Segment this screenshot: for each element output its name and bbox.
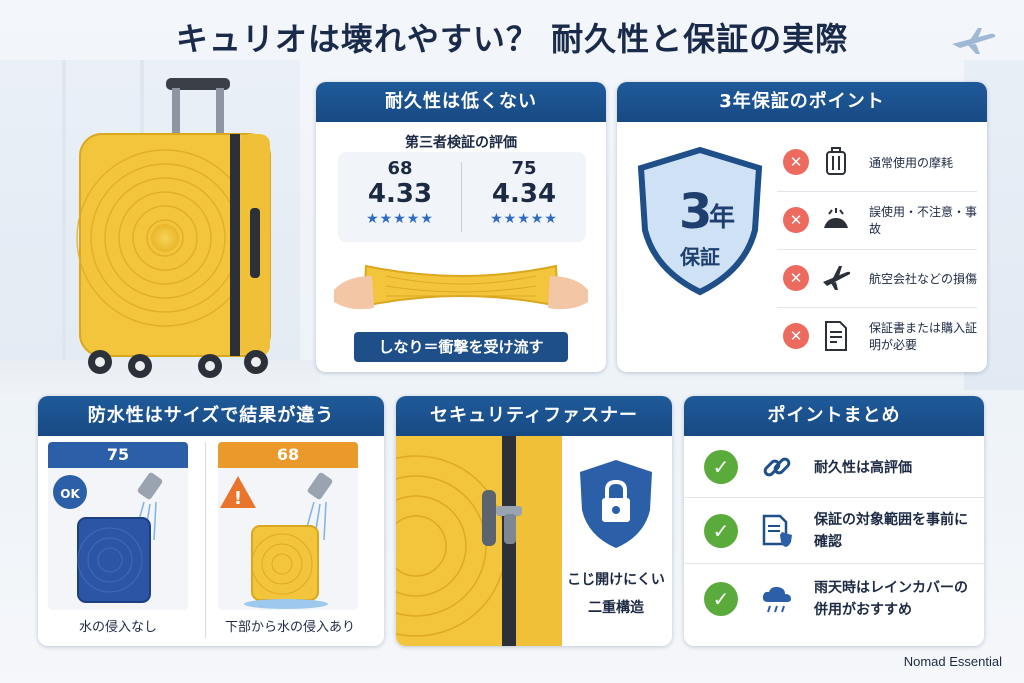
rating-box: 68 4.33 ★★★★★ 75 4.34 ★★★★★ [338, 152, 586, 242]
summary-card: ポイントまとめ ✓ 耐久性は高評価 ✓ 保証の対象範囲を事前に確認 ✓ 雨天時は… [684, 396, 984, 646]
waterproof-panel-68: 68 ! [218, 442, 358, 610]
star-rating-icon: ★★★★★ [366, 211, 434, 227]
rating-75: 75 4.34 ★★★★★ [462, 158, 586, 227]
zipper-closeup-illustration [396, 436, 562, 646]
list-item: ✕ 誤使用・不注意・事故 [777, 192, 977, 250]
durability-heading: 耐久性は低くない [316, 82, 606, 122]
exclusion-text: 保証書または購入証明が必要 [869, 321, 978, 352]
durability-caption: しなり＝衝撃を受け流す [354, 332, 568, 362]
exclusion-text: 航空会社などの損傷 [869, 271, 978, 286]
lock-shield-icon [580, 460, 652, 548]
document-shield-icon [762, 514, 792, 547]
waterproof-caption-68: 下部から水の侵入あり [224, 620, 355, 635]
star-rating-icon: ★★★★★ [490, 211, 558, 227]
brand-name: Nomad Essential [903, 654, 1002, 669]
shield-label: 保証 [679, 245, 720, 269]
suitcase-illustration [76, 78, 271, 378]
rating-score: 4.33 [367, 179, 433, 209]
size-tag: 75 [48, 442, 188, 468]
summary-text: 保証の対象範囲を事前に確認 [814, 512, 968, 550]
chain-link-icon [763, 457, 791, 477]
damaged-bag-icon [824, 208, 848, 228]
summary-text: 雨天時はレインカバーの併用がおすすめ [814, 580, 968, 618]
durability-subheading: 第三者検証の評価 [405, 135, 517, 151]
waterproof-caption-75: 水の侵入なし [78, 620, 157, 635]
airplane-icon [823, 266, 851, 290]
list-item: ✕ 航空会社などの損傷 [777, 250, 977, 308]
bending-suitcase-illustration [334, 264, 588, 310]
list-item: ✓ 耐久性は高評価 [684, 438, 984, 498]
cross-icon: ✕ [783, 323, 809, 349]
security-description: こじ開けにくい 二重構造 [560, 566, 672, 622]
document-icon [825, 321, 847, 351]
rain-cloud-icon [762, 586, 791, 613]
shield-unit: 年 [709, 202, 735, 233]
check-icon: ✓ [704, 582, 738, 616]
durability-card: 耐久性は低くない 第三者検証の評価 68 4.33 ★★★★★ 75 4.34 … [316, 82, 606, 372]
list-item: ✓ 保証の対象範囲を事前に確認 [684, 498, 984, 564]
cross-icon: ✕ [783, 207, 809, 233]
exclusion-text: 誤使用・不注意・事故 [869, 205, 978, 236]
panel-divider [205, 442, 206, 638]
list-item: ✓ 雨天時はレインカバーの併用がおすすめ [684, 566, 984, 632]
waterproof-panel-75: 75 OK [48, 442, 188, 610]
page-title: キュリオは壊れやすい？ 耐久性と保証の実際 [175, 20, 849, 58]
rating-score: 4.34 [491, 179, 557, 209]
list-item: ✕ 保証書または購入証明が必要 [777, 308, 977, 366]
ok-badge: OK [60, 487, 80, 501]
exclusion-text: 通常使用の摩耗 [869, 155, 954, 170]
rating-size: 68 [387, 158, 413, 179]
yellow-suitcase-illustration: ! [220, 472, 333, 609]
warranty-shield-icon: 3 年 保証 [637, 146, 763, 296]
summary-heading: ポイントまとめ [684, 396, 984, 436]
security-line-2: 二重構造 [588, 600, 644, 616]
waterproof-heading: 防水性はサイズで結果が違う [38, 396, 384, 436]
warranty-card: 3年保証のポイント 3 年 保証 ✕ 通常使用の摩耗 ✕ 誤使用・不注意・事故 … [617, 82, 987, 372]
rating-68: 68 4.33 ★★★★★ [338, 158, 462, 227]
warning-badge: ! [234, 488, 242, 509]
size-tag: 68 [218, 442, 358, 468]
summary-text: 耐久性は高評価 [814, 460, 912, 476]
airplane-icon [952, 28, 996, 54]
blue-suitcase-illustration: OK [53, 472, 163, 603]
waterproof-card: 防水性はサイズで結果が違う 75 OK 68 ! 水の侵入なし 下部から水の侵入… [38, 396, 384, 646]
warranty-exclusion-list: ✕ 通常使用の摩耗 ✕ 誤使用・不注意・事故 ✕ 航空会社などの損傷 ✕ 保証書… [777, 134, 977, 366]
rating-size: 75 [511, 158, 537, 179]
check-icon: ✓ [704, 450, 738, 484]
security-line-1: こじ開けにくい [567, 572, 665, 588]
shield-number: 3 [679, 184, 712, 240]
rating-divider [461, 162, 462, 232]
security-card: セキュリティファスナー こじ開けにくい 二重構造 [396, 396, 672, 646]
suitcase-icon [826, 147, 846, 175]
list-item: ✕ 通常使用の摩耗 [777, 134, 977, 192]
cross-icon: ✕ [783, 149, 809, 175]
security-heading: セキュリティファスナー [396, 396, 672, 436]
warranty-heading: 3年保証のポイント [617, 82, 987, 122]
cross-icon: ✕ [783, 265, 809, 291]
check-icon: ✓ [704, 514, 738, 548]
